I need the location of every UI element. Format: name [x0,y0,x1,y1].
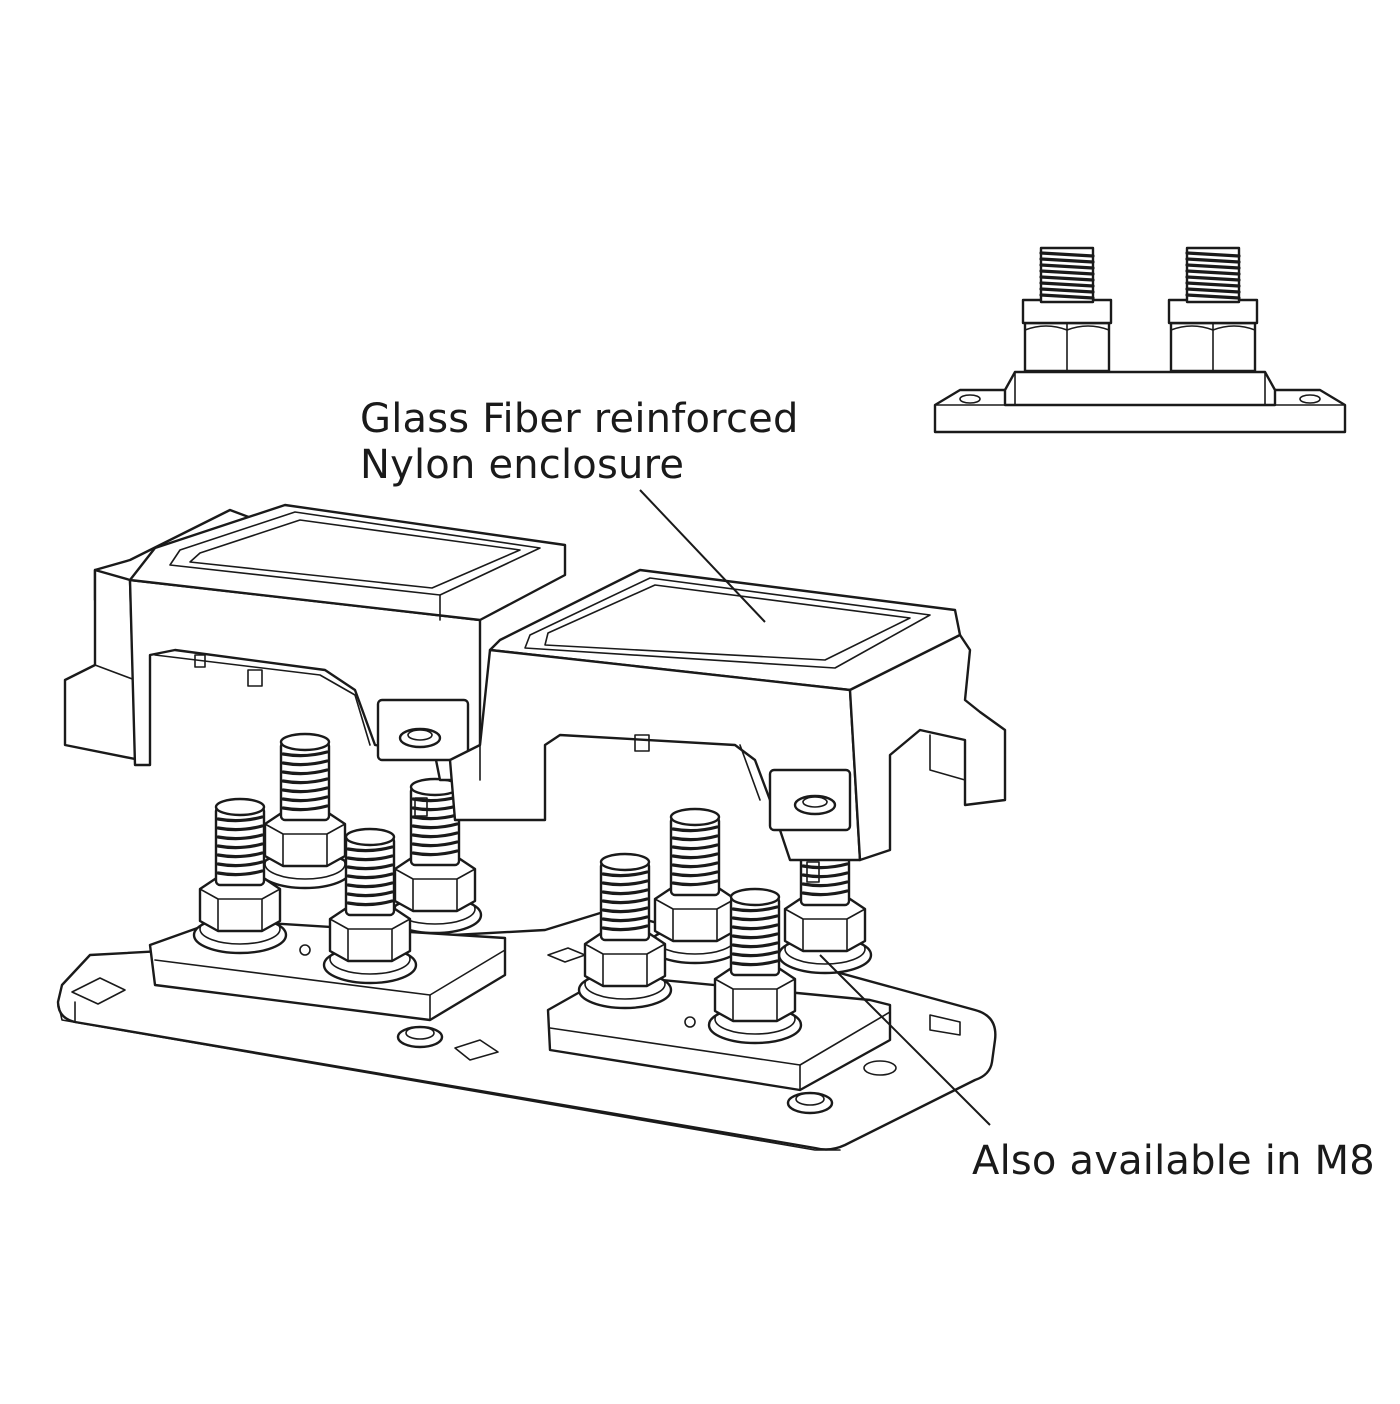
side-view-stud [1167,246,1259,373]
terminal-stud [647,807,743,965]
side-view-stud-block [1003,370,1277,407]
terminal-stud [257,732,353,890]
side-view-stud [1021,246,1113,373]
terminal-stud [192,797,288,955]
terminal-studs [192,732,873,1045]
terminal-stud [577,852,673,1010]
enclosure-cover-left [63,503,567,782]
side-view-studs [1021,246,1259,373]
enclosure-cover-right [414,568,1007,883]
callout-enclosure-line1: Glass Fiber reinforced [360,396,799,442]
leader-enclosure [639,489,766,623]
terminal-stud [322,827,418,985]
terminal-stud [387,777,483,935]
leader-m8 [819,954,991,1126]
side-view [933,246,1347,434]
callout-enclosure-line2: Nylon enclosure [360,442,685,488]
terminal-stud [707,887,803,1045]
callout-stud-size-option: Also available in M8 [972,1138,1375,1184]
callout-enclosure-material: Glass Fiber reinforced Nylon enclosure [360,396,799,488]
